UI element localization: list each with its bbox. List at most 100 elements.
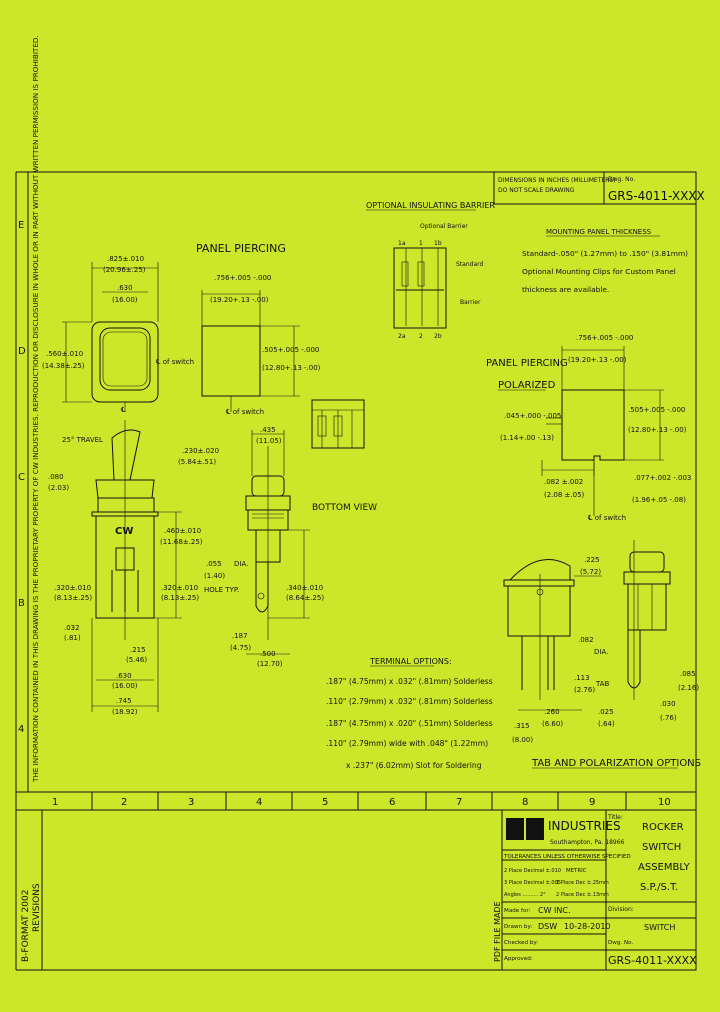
fv-dim-630-mm: (16.00) — [112, 296, 138, 304]
tol-line3: Angles .......... 2° — [504, 892, 546, 898]
row-d: D — [18, 346, 26, 357]
no-scale-note: DO NOT SCALE DRAWING — [498, 187, 575, 194]
terminal-opt-2: .110" (2.79mm) x .032" (.81mm) Solderles… — [326, 697, 493, 706]
polarized-piercing-view: PANEL PIERCING POLARIZED .756+.005 -.000… — [486, 334, 691, 522]
mounting-line3: thickness are available. — [522, 285, 609, 294]
sv-dim-340-mm: (8.64±.25) — [286, 594, 324, 602]
terminal-opt-1: .187" (4.75mm) x .032" (.81mm) Solderles… — [326, 677, 493, 686]
fv-dim-left: .560±.010 — [46, 350, 83, 358]
pol-right-mm: (12.80+.13 -.00) — [628, 426, 687, 434]
rocker-front-view: 25° TRAVEL CW .080 (2.03) .230±.020 (5.8… — [48, 420, 219, 716]
revisions-label: REVISIONS — [32, 883, 42, 932]
col-3: 3 — [188, 797, 194, 808]
cw-logo-w — [526, 818, 544, 840]
tab-polarization-view: .225 (5.72) .082 DIA. .113 (2.76) TAB .3… — [503, 540, 701, 769]
approved-label: Approved: — [504, 956, 533, 962]
sv-dim-055: .055 — [206, 560, 222, 568]
pp-height-mm: (12.80+.13 -.00) — [262, 364, 321, 372]
pol-center-label: ℄ of switch — [588, 514, 626, 522]
fv-travel: 25° TRAVEL — [62, 436, 103, 444]
fv-dim-320l-mm: (8.13±.25) — [54, 594, 92, 602]
sv-dim-340: .340±.010 — [286, 584, 323, 592]
pp-center-label: ℄ of switch — [226, 408, 264, 416]
col-8: 8 — [522, 797, 528, 808]
tol-line2: 3 Place Decimal ±.005 — [504, 880, 561, 886]
barrier-pin-2b: 2b — [434, 333, 442, 340]
fv-dim-215-mm: (5.46) — [126, 656, 147, 664]
fv-dim-left-mm: (14.38±.25) — [42, 362, 85, 370]
polarized-title1: PANEL PIERCING — [486, 358, 568, 369]
tab-dim-225-mm: (5.72) — [580, 568, 601, 576]
fv-dim-460-mm: (11.68±.25) — [160, 538, 203, 546]
sv-dim-435-mm: (11.05) — [256, 437, 282, 445]
row-b: B — [18, 598, 25, 609]
mounting-line2: Optional Mounting Clips for Custom Panel — [522, 267, 676, 276]
made-for-value: CW INC. — [538, 906, 571, 915]
tab-dim-025: .025 — [598, 708, 614, 716]
tab-dim-113: .113 — [574, 674, 590, 682]
barrier-pin-1: 1 — [419, 240, 423, 247]
mounting-line1: Standard-.050" (1.27mm) to .150" (3.81mm… — [522, 249, 688, 258]
header-box: DIMENSIONS IN INCHES (MILLIMETERS) DO NO… — [493, 171, 705, 205]
column-ruler: 1 2 3 4 5 6 7 8 9 10 — [52, 792, 671, 810]
side-view: .435 (11.05) .055 DIA. (1.40) HOLE TYP. … — [204, 426, 324, 668]
division-value: SWITCH — [644, 923, 675, 932]
division-label: Division: — [608, 906, 634, 913]
title-block: INDUSTRIES Southampton, Pa. 18966 TOLERA… — [501, 809, 697, 971]
sv-dim-435: .435 — [260, 426, 276, 434]
tab-dim-085: .085 — [680, 670, 696, 678]
sv-dim-055-mm: (1.40) — [204, 572, 225, 580]
bottom-view-label: BOTTOM VIEW — [312, 503, 377, 513]
barrier-title: OPTIONAL INSULATING BARRIER — [366, 201, 495, 210]
terminal-options: TERMINAL OPTIONS: .187" (4.75mm) x .032"… — [326, 657, 493, 770]
pp-height-dim: .505+.005 -.000 — [262, 346, 319, 354]
drawn-by-value: DSW — [538, 922, 557, 931]
fv-dim-320l: .320±.010 — [54, 584, 91, 592]
format-label: B-FORMAT 2002 — [21, 890, 31, 962]
col-5: 5 — [322, 797, 328, 808]
fv-dim-215: .215 — [130, 646, 146, 654]
fv-center-label: ℄ of switch — [156, 358, 194, 366]
company-name: INDUSTRIES — [548, 819, 621, 833]
header-dwg-no: GRS-4011-XXXX — [608, 189, 705, 203]
fv-dim-320r-mm: (8.13±.25) — [161, 594, 199, 602]
metric-line1: 1 Place Dec ±.25mm — [556, 880, 609, 886]
front-top-view: .825±.010 (20.96±.25) .630 (16.00) .560±… — [42, 255, 194, 414]
tab-dim-225: .225 — [584, 556, 600, 564]
tab-dim-315: .315 — [514, 722, 530, 730]
fv-dim-630b-mm: (16.00) — [112, 682, 138, 690]
panel-piercing-title: PANEL PIERCING — [196, 242, 286, 255]
pol-bot2-mm: (1.96+.05 -.08) — [632, 496, 686, 504]
title-label: Title: — [607, 814, 623, 821]
pp-width-mm: (19.20+.13 -.00) — [210, 296, 269, 304]
barrier-pin-1a: 1a — [398, 240, 406, 247]
barrier-pin-2a: 2a — [398, 333, 406, 340]
metric-title: METRIC — [566, 868, 587, 874]
tab-title: TAB AND POLARIZATION OPTIONS — [531, 758, 701, 769]
mounting-notes: MOUNTING PANEL THICKNESS Standard-.050" … — [522, 228, 688, 294]
company-address: Southampton, Pa. 18966 — [550, 839, 625, 846]
fv-dim-top: .825±.010 — [107, 255, 144, 263]
fv-dim-745-mm: (18.92) — [112, 708, 138, 716]
fv-dim-080-mm: (2.03) — [48, 484, 69, 492]
metric-line2: 2 Place Dec ±.13mm — [556, 892, 609, 898]
bottom-view: BOTTOM VIEW — [311, 399, 377, 513]
pol-bot-dim: .082 ±.002 — [544, 478, 583, 486]
tab-dim-025-mm: (.64) — [598, 720, 615, 728]
fv-dim-080: .080 — [48, 473, 64, 481]
row-ruler: E D C B 4 — [18, 220, 26, 735]
terminal-opt-3: .187" (4.75mm) x .020" (.51mm) Solderles… — [326, 719, 493, 728]
tb-dwg-label: Dwg. No. — [608, 940, 633, 946]
drawn-date: 10-28-2010 — [564, 922, 611, 931]
pol-top-mm: (19.20+.13 -.00) — [568, 356, 627, 364]
fv-dim-630b: .630 — [116, 672, 132, 680]
pol-bot2-dim: .077+.002 -.003 — [634, 474, 691, 482]
barrier-barrier: Barrier — [460, 299, 481, 306]
fv-logo: CW — [115, 526, 133, 537]
row-c: C — [18, 472, 25, 483]
tab-dim-315-mm: (8.00) — [512, 736, 533, 744]
sv-dim-187-mm: (4.75) — [230, 644, 251, 652]
pol-left-dim: .045+.000 -.005 — [504, 412, 561, 420]
